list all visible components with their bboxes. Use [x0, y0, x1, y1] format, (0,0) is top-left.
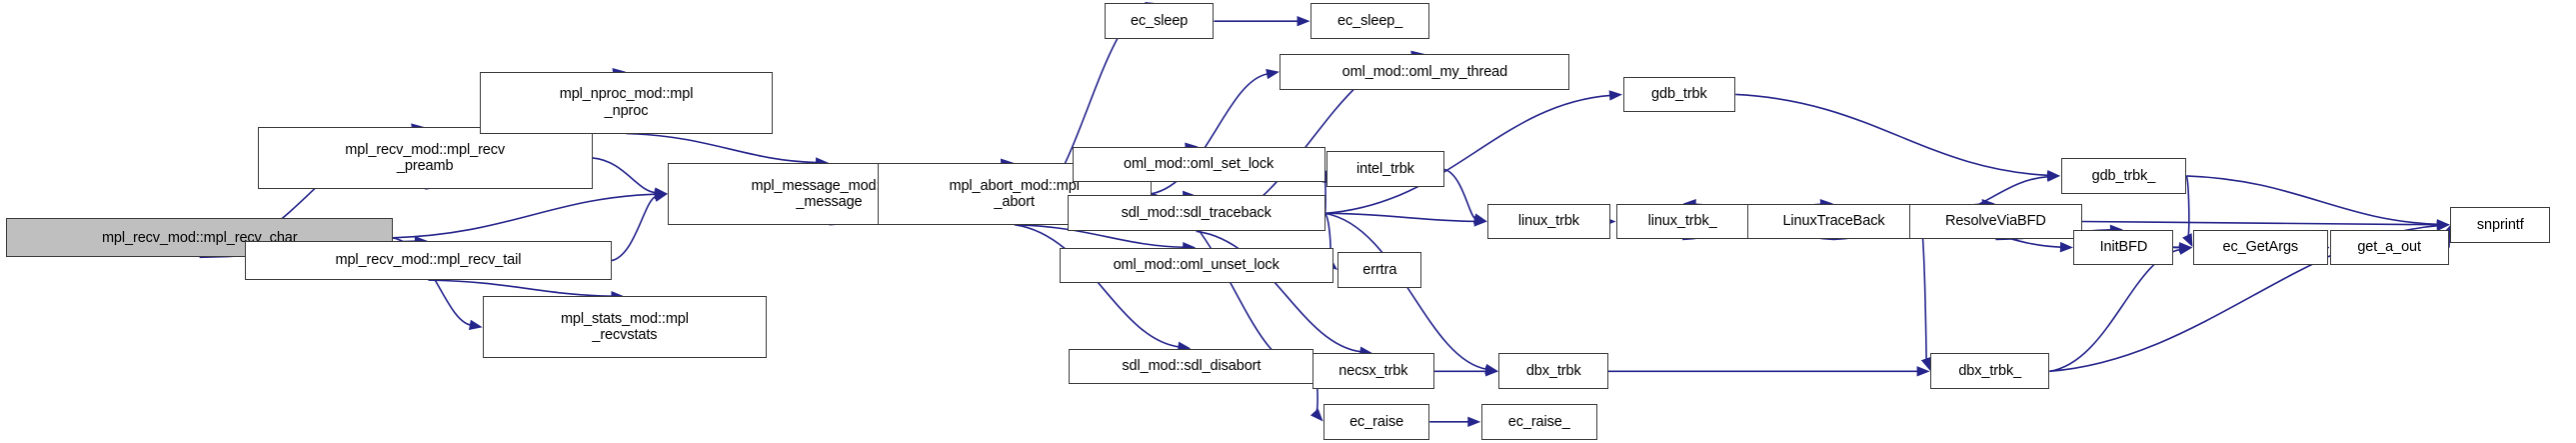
graph-edge-gdb_trbk_-to-ec_GetArgs — [2185, 175, 2190, 238]
graph-node-gdb_trbk[interactable]: gdb_trbk — [1622, 76, 1736, 113]
graph-node-label: mpl_message_mod::mpl _message — [751, 177, 908, 210]
graph-edge-sdl_traceback-to-linux_trbk — [1324, 212, 1475, 223]
graph-edge-mpl_recv_tail-to-mpl_recvstats — [428, 279, 613, 298]
graph-node-label: dbx_trbk_ — [1958, 363, 2022, 380]
graph-node-label: sdl_mod::sdl_disabort — [1122, 358, 1262, 375]
graph-node-label: linux_trbk — [1517, 213, 1579, 230]
graph-edge-arrowhead — [2046, 170, 2061, 181]
graph-node-label: mpl_recv_mod::mpl_recv_tail — [335, 252, 522, 269]
graph-edge-arrowhead — [1309, 408, 1323, 422]
graph-node-label: gdb_trbk — [1651, 86, 1707, 103]
graph-node-oml_set_lock[interactable]: oml_mod::oml_set_lock — [1072, 146, 1325, 183]
graph-edge-mpl_nproc-to-mpl_message — [626, 132, 817, 164]
graph-node-label: gdb_trbk_ — [2091, 167, 2156, 184]
graph-edge-mpl_abort-to-sdl_disabort — [1014, 223, 1180, 348]
graph-edge-mpl_abort-to-oml_my_thread — [1151, 73, 1269, 195]
graph-node-sdl_disabort[interactable]: sdl_mod::sdl_disabort — [1069, 348, 1314, 385]
graph-node-mpl_recv_char[interactable]: mpl_recv_mod::mpl_recv_char — [6, 218, 393, 258]
graph-node-ec_GetArgs[interactable]: ec_GetArgs — [2192, 229, 2328, 266]
graph-node-label: errtra — [1362, 262, 1397, 279]
graph-node-label: dbx_trbk — [1525, 363, 1581, 380]
graph-node-label: oml_mod::oml_unset_lock — [1113, 257, 1280, 274]
graph-node-label: LinuxTraceBack — [1782, 213, 1885, 230]
graph-edge-mpl_recv_char-to-mpl_message — [392, 193, 656, 239]
graph-edge-gdb_trbk_-to-snprintf — [2186, 175, 2438, 226]
graph-node-mpl_recv_tail[interactable]: mpl_recv_mod::mpl_recv_tail — [244, 241, 613, 281]
graph-edge-arrowhead — [2182, 233, 2193, 248]
graph-node-linux_trbk[interactable]: linux_trbk — [1487, 203, 1610, 240]
graph-node-label: get_a_out — [2357, 239, 2421, 256]
graph-edge-arrowhead — [2059, 241, 2073, 253]
graph-edge-arrowhead — [2179, 242, 2193, 253]
graph-node-label: mpl_recv_mod::mpl_recv _preamb — [345, 141, 506, 174]
graph-node-label: snprintf — [2476, 216, 2524, 233]
graph-node-gdb_trbk_[interactable]: gdb_trbk_ — [2060, 157, 2187, 194]
graph-node-mpl_recv_preamb[interactable]: mpl_recv_mod::mpl_recv _preamb — [257, 127, 593, 189]
graph-node-label: intel_trbk — [1356, 161, 1414, 178]
graph-edge-arrowhead — [1296, 15, 1310, 27]
graph-edge-sdl_traceback-to-dbx_trbk — [1324, 212, 1487, 370]
graph-node-label: ec_sleep — [1131, 13, 1189, 30]
graph-edge-intel_trbk-to-linux_trbk — [1443, 168, 1476, 220]
graph-edge-dbx_trbk_-to-ec_GetArgs — [2049, 248, 2181, 373]
graph-edge-arrowhead — [1266, 68, 1280, 80]
graph-edge-arrowhead — [1608, 90, 1623, 101]
graph-edge-mpl_recv_preamb-to-mpl_message — [592, 157, 657, 194]
graph-node-intel_trbk[interactable]: intel_trbk — [1326, 151, 1444, 188]
graph-node-LinuxTraceBack[interactable]: LinuxTraceBack — [1746, 203, 1921, 240]
graph-edge-sdl_traceback-to-necsx_trbk — [1196, 230, 1361, 353]
graph-edge-arrowhead — [654, 191, 668, 202]
graph-edge-arrowhead — [1472, 213, 1487, 224]
graph-node-snprintf[interactable]: snprintf — [2450, 206, 2551, 243]
graph-node-mpl_recvstats[interactable]: mpl_stats_mod::mpl _recvstats — [483, 296, 767, 359]
graph-node-oml_unset_lock[interactable]: oml_mod::oml_unset_lock — [1059, 247, 1333, 284]
graph-node-InitBFD[interactable]: InitBFD — [2073, 229, 2174, 266]
graph-node-ec_raise[interactable]: ec_raise — [1322, 403, 1430, 440]
graph-node-dbx_trbk[interactable]: dbx_trbk — [1498, 353, 1608, 390]
graph-node-mpl_nproc[interactable]: mpl_nproc_mod::mpl _nproc — [479, 71, 774, 134]
graph-node-get_a_out[interactable]: get_a_out — [2329, 229, 2449, 266]
graph-node-label: mpl_nproc_mod::mpl _nproc — [559, 86, 694, 119]
graph-edge-mpl_recv_tail-to-mpl_message — [611, 195, 657, 262]
graph-node-label: ec_raise_ — [1507, 413, 1570, 430]
graph-edge-gdb_trbk-to-gdb_trbk_ — [1735, 93, 2049, 177]
graph-node-label: InitBFD — [2099, 239, 2148, 256]
graph-edge-arrowhead — [1467, 416, 1481, 428]
graph-edge-LinuxTraceBack-to-dbx_trbk_ — [1919, 221, 1927, 360]
graph-node-ec_sleep_[interactable]: ec_sleep_ — [1310, 3, 1430, 40]
graph-node-dbx_trbk_[interactable]: dbx_trbk_ — [1930, 353, 2050, 390]
graph-node-label: necsx_trbk — [1338, 363, 1408, 380]
graph-node-label: sdl_mod::sdl_traceback — [1121, 205, 1272, 222]
graph-node-ResolveViaBFD[interactable]: ResolveViaBFD — [1909, 203, 2082, 240]
graph-edge-arrowhead — [2436, 219, 2450, 230]
graph-node-label: oml_mod::oml_my_thread — [1341, 63, 1508, 80]
graph-node-sdl_traceback[interactable]: sdl_mod::sdl_traceback — [1067, 195, 1325, 232]
graph-edge-arrowhead — [1920, 356, 1931, 371]
graph-edge-arrowhead — [468, 319, 483, 330]
graph-node-necsx_trbk[interactable]: necsx_trbk — [1311, 353, 1435, 390]
graph-node-ec_sleep[interactable]: ec_sleep — [1104, 3, 1215, 40]
graph-edge-ResolveViaBFD-to-snprintf — [2081, 220, 2438, 226]
graph-edge-arrowhead — [1484, 366, 1498, 377]
graph-node-label: ec_sleep_ — [1337, 13, 1403, 30]
graph-node-label: ec_GetArgs — [2222, 239, 2299, 256]
graph-node-ec_raise_[interactable]: ec_raise_ — [1480, 403, 1597, 440]
graph-node-label: mpl_abort_mod::mpl _abort — [949, 177, 1080, 210]
graph-node-label: ec_raise — [1349, 413, 1404, 430]
graph-node-label: mpl_stats_mod::mpl _recvstats — [560, 311, 689, 344]
graph-edge-arrowhead — [1916, 366, 1930, 377]
graph-node-label: oml_mod::oml_set_lock — [1123, 156, 1275, 173]
graph-node-errtra[interactable]: errtra — [1337, 252, 1422, 289]
graph-edge-sdl_traceback-to-gdb_trbk — [1324, 94, 1611, 215]
graph-node-oml_my_thread[interactable]: oml_mod::oml_my_thread — [1280, 53, 1570, 90]
graph-node-label: ResolveViaBFD — [1944, 213, 2046, 230]
graph-edge-mpl_abort-to-oml_unset_lock — [1014, 223, 1185, 249]
graph-node-label: linux_trbk_ — [1647, 213, 1717, 230]
graph-node-linux_trbk_[interactable]: linux_trbk_ — [1616, 203, 1749, 240]
